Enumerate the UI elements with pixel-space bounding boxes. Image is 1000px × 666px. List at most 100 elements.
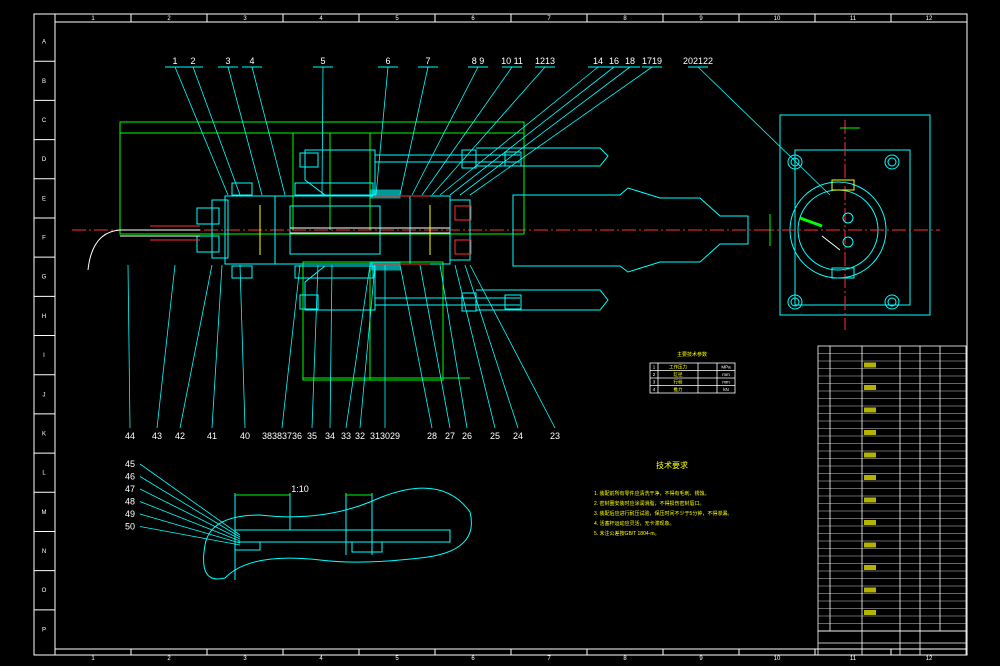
balloon-label-bottom: 35 bbox=[307, 431, 317, 441]
balloon-leader bbox=[192, 66, 241, 196]
balloon-label-bottom: 34 bbox=[325, 431, 335, 441]
border-row-label: K bbox=[42, 431, 46, 437]
param-table-cell: MPa bbox=[721, 365, 731, 370]
balloon-label-bottom: 27 bbox=[445, 431, 455, 441]
border-row-label: A bbox=[42, 40, 46, 46]
balloon-leader bbox=[399, 66, 429, 196]
border-row-label: N bbox=[42, 549, 46, 555]
balloon-leader bbox=[179, 264, 213, 429]
border-col-label-top: 12 bbox=[926, 16, 933, 22]
tech-requirement-line: 5. 未注公差按GB/T 1804-m。 bbox=[594, 530, 659, 537]
balloon-label-top: 18 bbox=[625, 56, 635, 66]
balloon-label-bottom: 26 bbox=[462, 431, 472, 441]
border-col-label-top: 11 bbox=[850, 16, 857, 22]
border-row-label: I bbox=[43, 353, 45, 359]
border-col-label-bottom: 7 bbox=[547, 656, 551, 662]
parts-list-marker bbox=[864, 362, 876, 368]
balloon-label-bottom: 32 bbox=[355, 431, 365, 441]
balloon-leader bbox=[399, 264, 433, 429]
balloon-label-top: 1213 bbox=[535, 56, 555, 66]
param-table-cell: mm bbox=[722, 380, 730, 385]
balloon-leader bbox=[127, 264, 131, 429]
balloon-leader bbox=[311, 264, 319, 429]
param-table-cell: 行程 bbox=[674, 379, 683, 386]
balloon-leader bbox=[139, 526, 241, 546]
balloon-leader bbox=[251, 66, 286, 196]
border-col-label-top: 8 bbox=[623, 16, 627, 22]
border-col-label-bottom: 6 bbox=[471, 656, 475, 662]
border-col-label-top: 6 bbox=[471, 16, 475, 22]
border-col-label-top: 1 bbox=[91, 16, 95, 22]
border-col-label-top: 9 bbox=[699, 16, 703, 22]
balloon-label-bottom: 33 bbox=[341, 431, 351, 441]
border-row-label: M bbox=[42, 510, 47, 516]
balloon-leader bbox=[139, 463, 241, 536]
tech-requirement-line: 1. 装配前所有零件应清洗干净，不得有毛刺、锈蚀。 bbox=[594, 490, 710, 497]
border-col-label-bottom: 1 bbox=[91, 656, 95, 662]
border-col-label-bottom: 2 bbox=[167, 656, 171, 662]
balloon-label-bottom: 44 bbox=[125, 431, 135, 441]
balloon-leader bbox=[174, 66, 229, 196]
balloon-leader bbox=[375, 66, 389, 196]
border-row-label: G bbox=[42, 275, 47, 281]
balloon-leader bbox=[239, 264, 246, 429]
balloon-leader bbox=[697, 66, 831, 196]
border-row-label: P bbox=[42, 627, 46, 633]
parts-list-marker bbox=[864, 407, 876, 413]
border-row-label: J bbox=[43, 392, 46, 398]
balloon-label-bottom: 24 bbox=[513, 431, 523, 441]
balloon-leader bbox=[321, 66, 324, 196]
border-col-label-top: 5 bbox=[395, 16, 399, 22]
balloon-leader bbox=[449, 66, 615, 196]
technical-requirements: 技术要求 1. 装配前所有零件应清洗干净，不得有毛刺、锈蚀。2. 密封圈安装时应… bbox=[594, 460, 732, 537]
sheet-frame bbox=[33, 13, 968, 656]
balloon-label-top: 1 bbox=[172, 56, 177, 66]
balloon-leader bbox=[469, 264, 556, 429]
balloon-label-bottom: 38383736 bbox=[262, 431, 302, 441]
title-block bbox=[817, 630, 967, 656]
border-col-label-top: 7 bbox=[547, 16, 551, 22]
border-col-label-bottom: 10 bbox=[774, 656, 781, 662]
balloon-label-top: 5 bbox=[320, 56, 325, 66]
param-table-cell: mm bbox=[722, 372, 730, 377]
balloon-leader bbox=[139, 488, 241, 540]
balloon-label-bottom: 23 bbox=[550, 431, 560, 441]
border-row-label: L bbox=[42, 471, 46, 477]
balloon-label-top: 4 bbox=[249, 56, 254, 66]
param-table-cell: kN bbox=[723, 387, 729, 392]
balloon-leader bbox=[454, 264, 496, 429]
balloon-label-bottom: 313029 bbox=[370, 431, 400, 441]
balloon-label-top: 202122 bbox=[683, 56, 713, 66]
balloon-leader bbox=[281, 264, 301, 429]
param-table-cell: 1 bbox=[653, 365, 656, 370]
border-col-label-bottom: 4 bbox=[319, 656, 323, 662]
balloon-label-detail: 48 bbox=[125, 497, 135, 507]
balloon-leader bbox=[459, 66, 631, 196]
balloon-label-top: 14 bbox=[593, 56, 603, 66]
balloon-leader bbox=[431, 66, 546, 196]
balloon-label-top: 10 11 bbox=[501, 56, 523, 66]
parts-list-marker bbox=[864, 497, 876, 503]
balloon-label-top: 16 bbox=[609, 56, 619, 66]
balloon-label-top: 2 bbox=[190, 56, 195, 66]
balloon-leader bbox=[411, 66, 479, 196]
tech-requirement-line: 3. 装配后应进行耐压试验，保压时间不少于5分钟，不得渗漏。 bbox=[594, 510, 732, 517]
balloon-label-top: 8 9 bbox=[472, 56, 485, 66]
border-col-label-bottom: 8 bbox=[623, 656, 627, 662]
parts-list-marker bbox=[864, 475, 876, 480]
parts-list-marker bbox=[864, 452, 876, 458]
tech-requirement-line: 4. 活塞杆运动应灵活，无卡滞现象。 bbox=[594, 520, 675, 527]
balloon-label-top: 3 bbox=[225, 56, 230, 66]
balloon-label-bottom: 41 bbox=[207, 431, 217, 441]
balloon-label-detail: 45 bbox=[125, 459, 135, 469]
tech-requirements-title: 技术要求 bbox=[656, 460, 688, 470]
balloon-label-bottom: 40 bbox=[240, 431, 250, 441]
main-assembly-view bbox=[72, 121, 760, 381]
param-table-cell: 推力 bbox=[674, 386, 683, 393]
balloon-label-detail: 47 bbox=[125, 484, 135, 494]
